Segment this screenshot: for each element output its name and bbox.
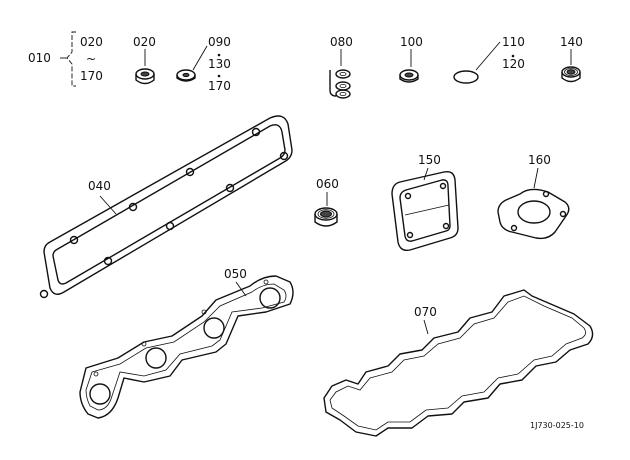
leader-070 [423, 319, 429, 335]
label-070: 070 [414, 305, 437, 319]
part-080-washers [329, 69, 351, 99]
label-040: 040 [88, 179, 111, 193]
part-090-washer [176, 69, 196, 82]
part-110-o-ring [453, 70, 479, 84]
label-130: 130 [208, 57, 231, 71]
label-140: 140 [560, 35, 583, 49]
part-060-oil-seal [314, 207, 338, 227]
label-060: 060 [316, 177, 339, 191]
part-070-oil-pan-gasket [323, 289, 594, 437]
leader-150 [423, 167, 429, 181]
label-170-range: 170 [80, 69, 103, 83]
label-010: 010 [28, 51, 51, 65]
part-040-head-cover-gasket [39, 115, 293, 299]
label-100: 100 [400, 35, 423, 49]
label-050: 050 [224, 267, 247, 281]
dot-130 [217, 74, 221, 78]
part-100-seal [399, 69, 419, 83]
label-080: 080 [330, 35, 353, 49]
part-150-gasket [391, 170, 459, 252]
drawing-code: 1J730-025-10 [530, 421, 584, 430]
part-020-seal [135, 68, 155, 85]
label-110: 110 [502, 35, 525, 49]
label-tilde: ~ [86, 52, 96, 66]
leader-040 [99, 195, 117, 215]
leader-090 [192, 45, 208, 71]
bracket-010 [66, 31, 76, 87]
label-020-range: 020 [80, 35, 103, 49]
label-090: 090 [208, 35, 231, 49]
label-020: 020 [133, 35, 156, 49]
part-050-manifold-gasket [79, 275, 294, 419]
label-150: 150 [418, 153, 441, 167]
label-160: 160 [528, 153, 551, 167]
label-120: 120 [502, 57, 525, 71]
leader-160 [533, 167, 539, 189]
dot-090 [217, 53, 221, 57]
dot-110 [511, 54, 515, 58]
part-160-flange-gasket [497, 188, 570, 240]
label-170: 170 [208, 79, 231, 93]
leader-110 [475, 41, 501, 71]
part-140-seal [561, 66, 581, 83]
